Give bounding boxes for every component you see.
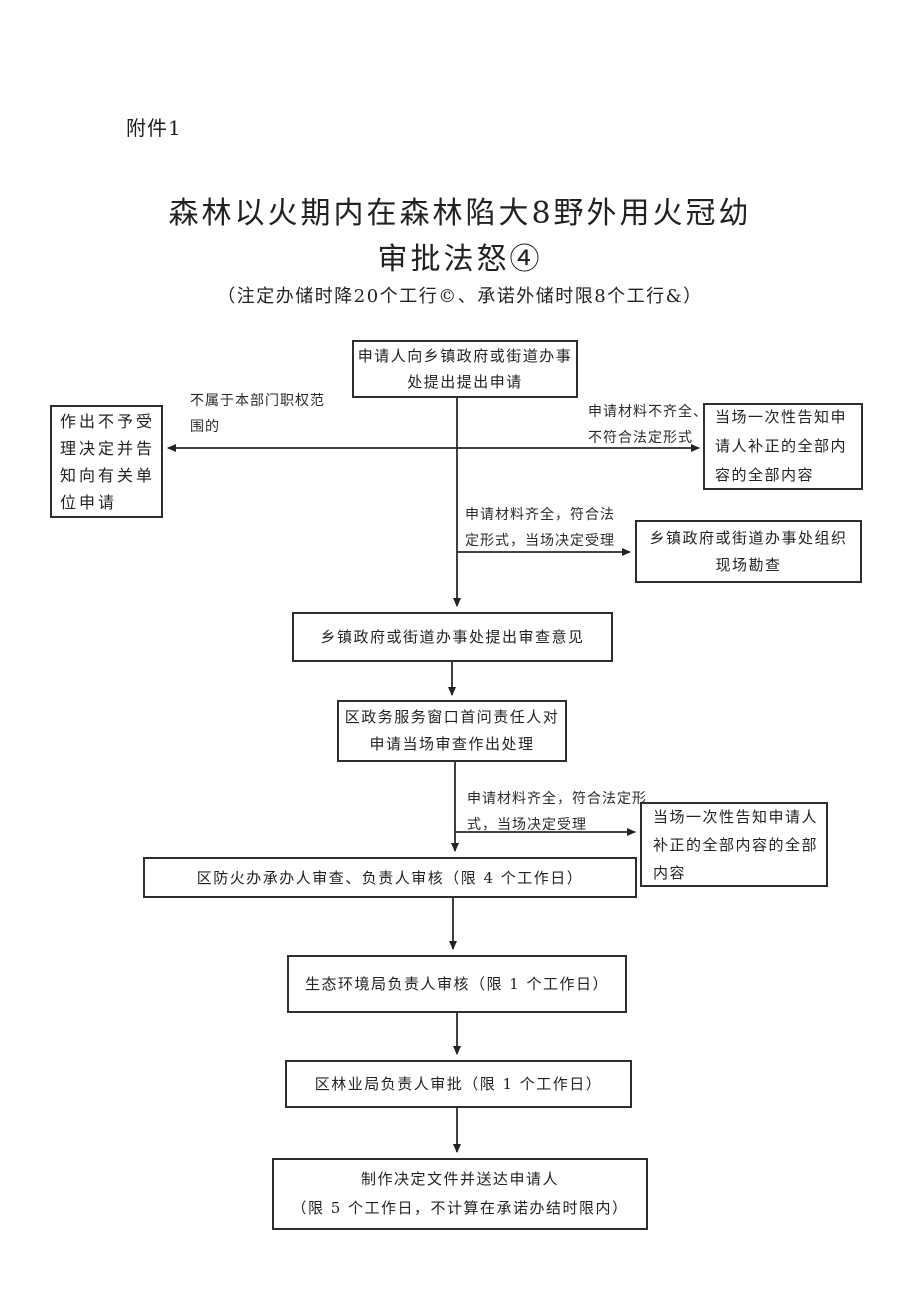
flow-box-deliver-decision: 制作决定文件并送达申请人 （限 5 个工作日，不计算在承诺办结时限内） [272,1158,648,1230]
box-text-line: 当场一次性告知申 [715,408,848,426]
box-text-line: 当场一次性告知申请人 [653,807,819,826]
box-text-line: 补正的全部内容的全部 [653,835,819,854]
attachment-label: 附件1 [126,116,182,140]
box-text-line: 区政务服务窗口首问责任人对 [344,708,560,726]
flow-box-fire-office-review: 区防火办承办人审查、负责人审核（限 4 个工作日） [143,857,637,898]
box-text-line: 处提出提出申请 [407,373,523,391]
box-text-line: （限 5 个工作日，不计算在承诺办结时限内） [291,1199,629,1217]
flow-box-reject-decision: 作出不予受 理决定并告 知向有关单 位申请 [50,405,163,518]
box-text-line: 制作决定文件并送达申请人 [360,1170,559,1188]
flow-box-site-survey: 乡镇政府或街道办事处组织 现场勘查 [635,520,862,583]
box-text-line: 现场勘查 [715,555,782,574]
box-text-line: 容的全部内容 [715,466,815,484]
flow-box-forestry-bureau-approval: 区林业局负责人审批（限 1 个工作日） [285,1060,632,1108]
flow-box-township-review: 乡镇政府或街道办事处提出审查意见 [292,612,613,662]
box-text-line: 理决定并告 [60,438,156,458]
label-text-line: 围的 [190,419,220,435]
box-text-line: 位申请 [60,492,118,512]
box-text-line: 区防火办承办人审查、负责人审核（限 4 个工作日） [196,868,584,887]
label-text-line: 申请材料齐全，符合法定形 [467,791,647,807]
box-text-line: 知向有关单 [60,465,156,485]
document-title-line2: 审批法怒④ [377,242,543,277]
label-text-line: 不属于本部门职权范 [190,393,325,409]
document-subtitle: （注定办储时降20个工行©、承诺外储时限8个工行&） [217,286,703,307]
document-title-line1: 森林以火期内在森林陷大8野外用火冠幼 [168,196,752,231]
flow-box-service-window: 区政务服务窗口首问责任人对 申请当场审查作出处理 [337,700,567,762]
box-text-line: 作出不予受 [60,411,156,431]
flow-box-inform-correction-mid: 当场一次性告知申请人 补正的全部内容的全部 内容 [640,802,828,887]
box-text-line: 申请当场审查作出处理 [369,735,535,753]
flow-box-inform-correction-top: 当场一次性告知申 请人补正的全部内 容的全部内容 [703,403,863,490]
edge-label-not-in-jurisdiction: 不属于本部门职权范 围的 [190,388,325,440]
label-text-line: 申请材料不齐全、 [588,404,708,420]
box-text-line: 乡镇政府或街道办事处提出审查意见 [320,628,585,646]
box-text-line: 区林业局负责人审批（限 1 个工作日） [314,1075,603,1093]
box-text-line: 生态环境局负责人审核（限 1 个工作日） [304,975,610,993]
label-text-line: 定形式，当场决定受理 [465,533,615,549]
box-text-line: 乡镇政府或街道办事处组织 [649,528,848,547]
box-text-line: 请人补正的全部内 [715,437,848,455]
flow-box-apply: 申请人向乡镇政府或街道办事 处提出提出申请 [352,340,578,398]
label-text-line: 不符合法定形式 [588,430,693,446]
edge-label-materials-complete-2: 申请材料齐全，符合法定形 式，当场决定受理 [467,786,647,838]
edge-label-materials-incomplete: 申请材料不齐全、 不符合法定形式 [588,399,708,451]
label-text-line: 申请材料齐全，符合法 [465,507,615,523]
flow-box-eco-bureau-review: 生态环境局负责人审核（限 1 个工作日） [287,955,627,1013]
edge-label-materials-complete-1: 申请材料齐全，符合法 定形式，当场决定受理 [465,502,615,554]
box-text-line: 申请人向乡镇政府或街道办事 [357,347,573,365]
label-text-line: 式，当场决定受理 [467,817,587,833]
box-text-line: 内容 [653,863,687,882]
